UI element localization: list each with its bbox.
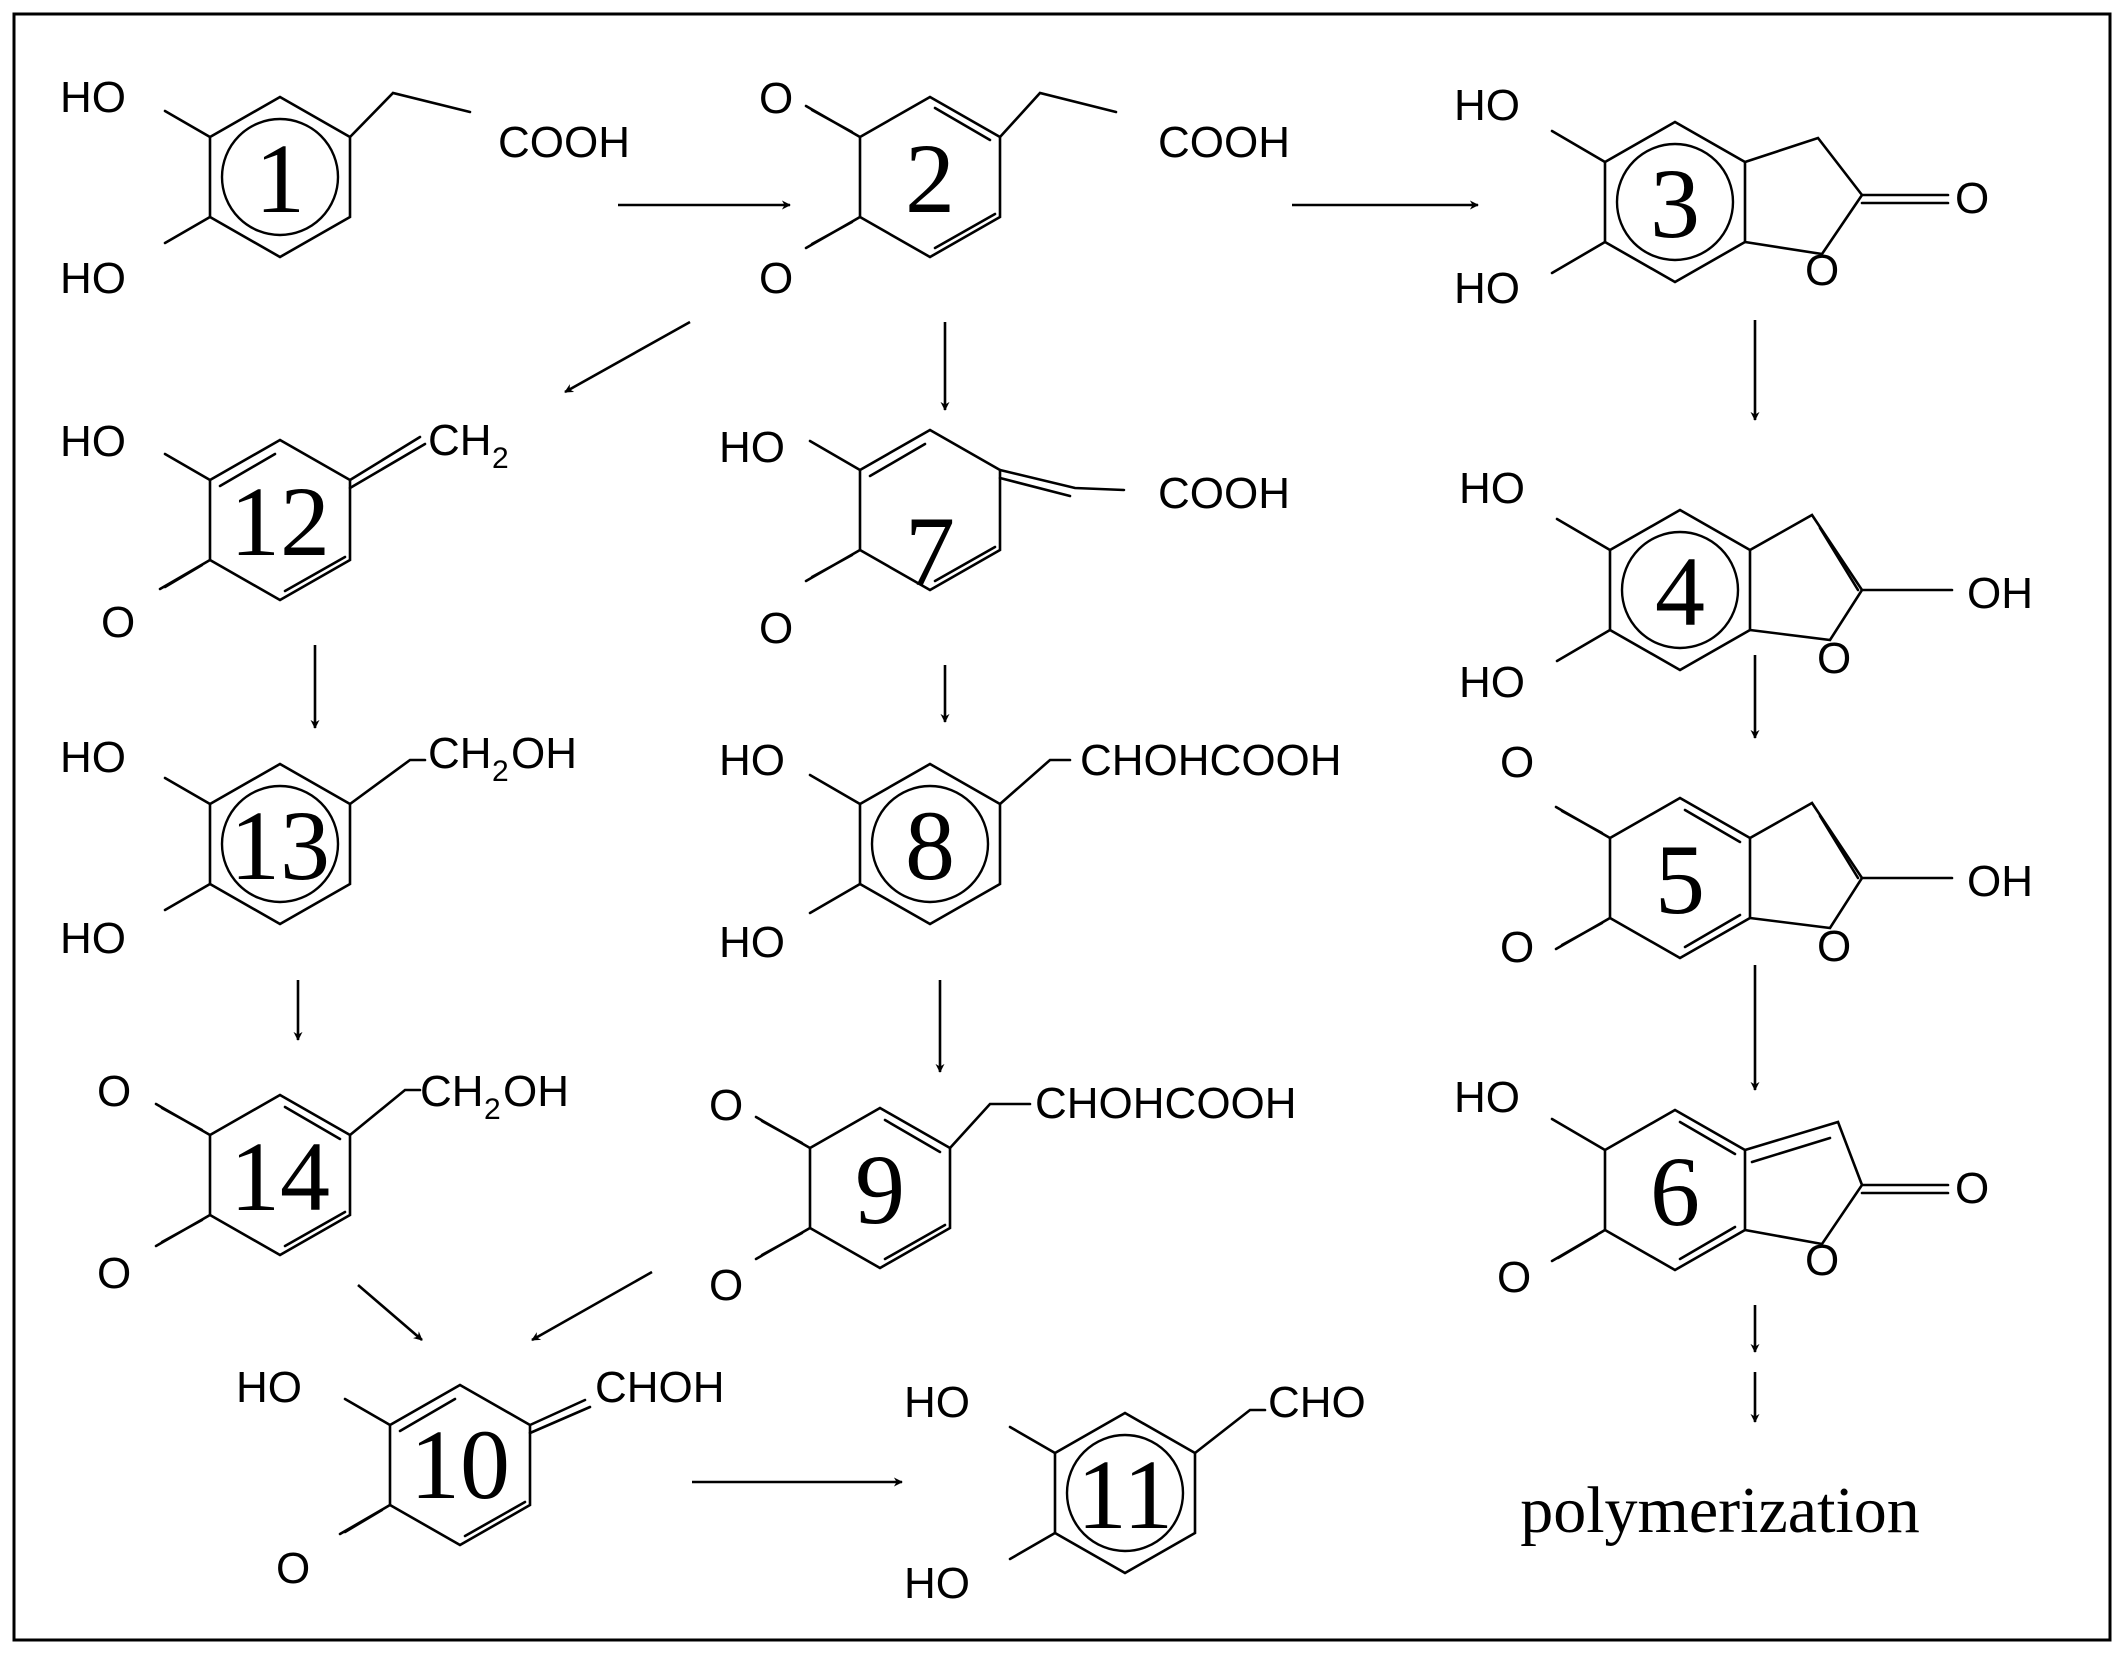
compound-12: 12 HO O CH 2 [60, 416, 509, 647]
group-label: OH [503, 1067, 569, 1116]
compound-4: 4 HO HO O OH [1459, 464, 2033, 707]
atom-label: HO [904, 1378, 970, 1427]
atom-label: OH [1967, 569, 2033, 618]
group-label: CH [428, 416, 492, 465]
atom-label: O [97, 1249, 131, 1298]
atom-label: HO [60, 73, 126, 122]
compound-number: 3 [1650, 148, 1700, 259]
compound-8: 8 HO HO CHOHCOOH [719, 736, 1342, 967]
group-label: CH [428, 729, 492, 778]
compound-7: 7 HO O COOH [719, 423, 1290, 653]
atom-label: HO [1454, 81, 1520, 130]
atom-label: O [1955, 1164, 1989, 1213]
compound-9: 9 O O CHOHCOOH [709, 1079, 1297, 1310]
compound-14: 14 O O CH 2 OH [97, 1067, 569, 1298]
atom-label: HO [904, 1559, 970, 1608]
compound-10: 10 HO O CHOH [236, 1363, 725, 1593]
atom-label: O [1497, 1253, 1531, 1302]
compound-6: 6 HO O O O [1454, 1073, 1989, 1302]
atom-label: HO [719, 736, 785, 785]
compound-number: 7 [905, 496, 955, 607]
atom-label: HO [60, 417, 126, 466]
compound-number: 8 [905, 790, 955, 901]
atom-label: O [759, 74, 793, 123]
atom-label: O [1500, 923, 1534, 972]
compound-number: 4 [1655, 536, 1705, 647]
compound-number: 10 [410, 1409, 510, 1520]
arrow-14-to-10 [357, 1284, 423, 1341]
atom-label: O [709, 1081, 743, 1130]
atom-label: O [101, 598, 135, 647]
polymerization-label: polymerization [1520, 1474, 1920, 1547]
compound-number: 9 [855, 1134, 905, 1245]
compound-number: 13 [230, 790, 330, 901]
atom-label: O [1955, 174, 1989, 223]
group-label: COOH [1158, 118, 1290, 167]
atom-label: O [276, 1544, 310, 1593]
group-label: CH [420, 1067, 484, 1116]
atom-label: O [1500, 738, 1534, 787]
group-label: COOH [498, 118, 630, 167]
compound-number: 2 [905, 123, 955, 234]
arrow-2-to-12 [564, 320, 691, 394]
group-label: COOH [1158, 469, 1290, 518]
compound-11: 11 HO HO CHO [904, 1378, 1366, 1608]
atom-label: O [1817, 634, 1851, 683]
subscript-label: 2 [492, 755, 509, 788]
group-label: CHOHCOOH [1080, 736, 1342, 785]
atom-label: HO [719, 423, 785, 472]
compound-number: 11 [1077, 1439, 1173, 1550]
atom-label: HO [60, 914, 126, 963]
compound-13: 13 HO HO CH 2 OH [60, 729, 577, 963]
compound-1: 1 HO HO COOH [60, 73, 630, 303]
subscript-label: 2 [492, 442, 509, 475]
atom-label: HO [1459, 658, 1525, 707]
atom-label: HO [1459, 464, 1525, 513]
compound-number: 12 [230, 466, 330, 577]
atom-label: HO [236, 1363, 302, 1412]
group-label: CHOH [595, 1363, 725, 1412]
subscript-label: 2 [484, 1093, 501, 1126]
atom-label: O [97, 1067, 131, 1116]
atom-label: HO [719, 918, 785, 967]
group-label: CHOHCOOH [1035, 1079, 1297, 1128]
compound-5: 5 O O O OH [1500, 738, 2033, 972]
atom-label: HO [1454, 1073, 1520, 1122]
atom-label: O [709, 1261, 743, 1310]
compound-number: 14 [230, 1121, 330, 1232]
atom-label: O [759, 254, 793, 303]
atom-label: O [1805, 1236, 1839, 1285]
figure-frame [12, 12, 2112, 1642]
atom-label: O [759, 604, 793, 653]
group-label: OH [511, 729, 577, 778]
reaction-arrows [293, 200, 1760, 1487]
compound-number: 6 [1650, 1136, 1700, 1247]
arrow-9-to-10 [531, 1270, 653, 1342]
atom-label: O [1817, 922, 1851, 971]
atom-label: HO [60, 733, 126, 782]
atom-label: HO [1454, 264, 1520, 313]
compound-2: 2 O O COOH [759, 74, 1290, 303]
group-label: CHO [1268, 1378, 1366, 1427]
compound-number: 1 [255, 123, 305, 234]
compound-3: 3 HO HO O O [1454, 81, 1989, 313]
compound-number: 5 [1655, 824, 1705, 935]
atom-label: OH [1967, 857, 2033, 906]
atom-label: O [1805, 246, 1839, 295]
atom-label: HO [60, 254, 126, 303]
